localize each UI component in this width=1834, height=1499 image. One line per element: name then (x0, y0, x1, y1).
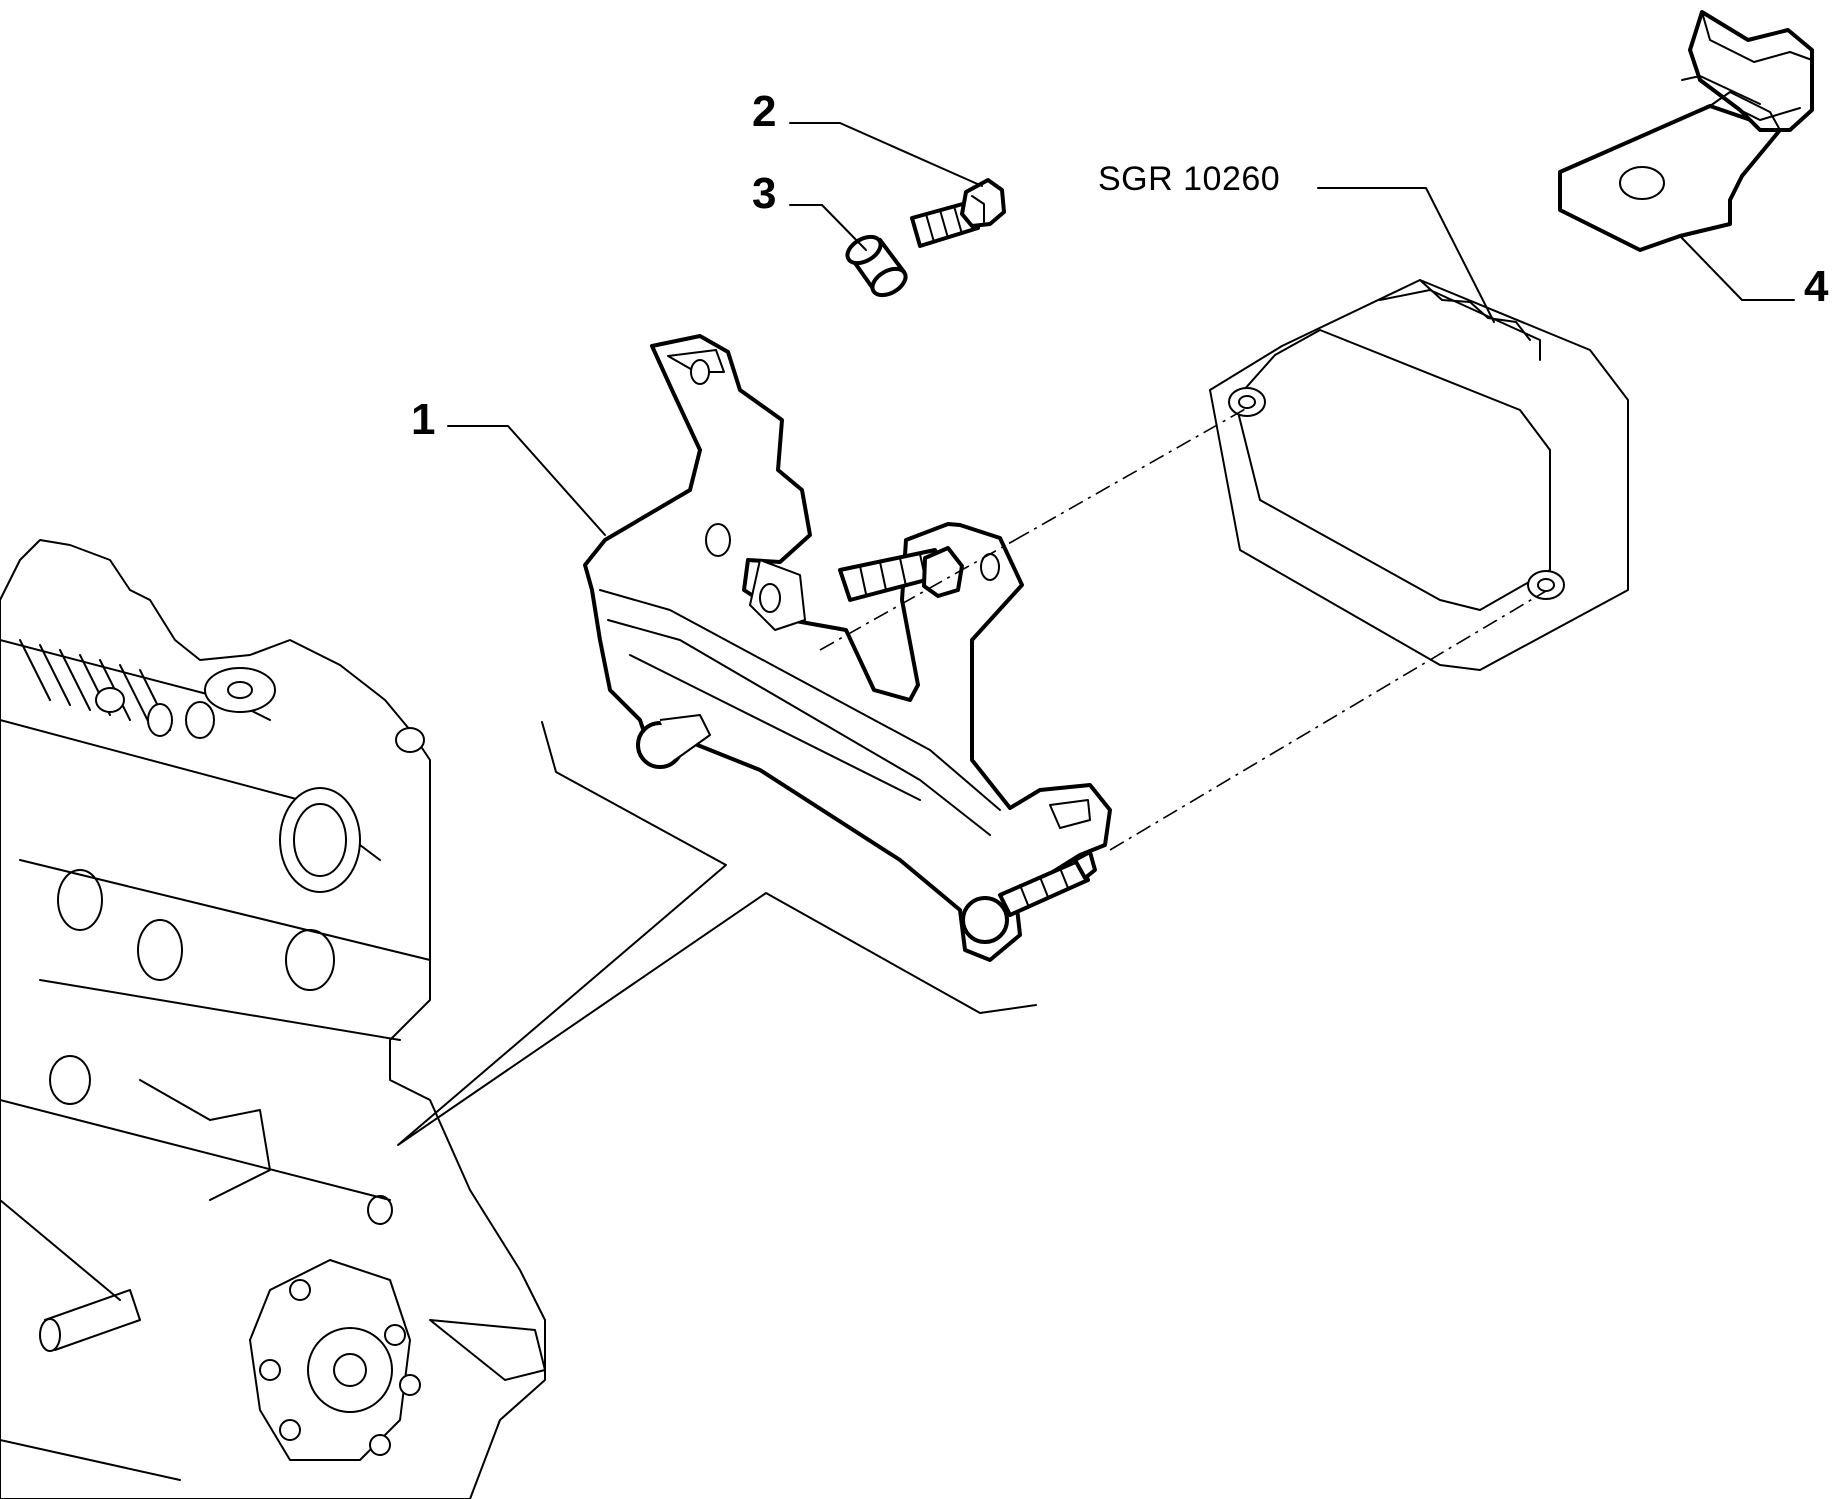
callout-4: 4 (1804, 262, 1829, 311)
bolt-part-2 (910, 178, 1006, 248)
callout-1: 1 (411, 395, 436, 444)
leader-line-2 (789, 122, 983, 187)
leader-line-4 (1679, 235, 1795, 301)
bracket-part-1 (583, 334, 1112, 962)
callout-3: 3 (752, 169, 777, 218)
clamp-part-4 (1558, 10, 1814, 252)
spacer-part-3 (845, 234, 908, 298)
leader-line-1 (447, 425, 606, 536)
leader-line-3 (789, 204, 867, 251)
engine-block (0, 539, 546, 1499)
reference-code-label: SGR 10260 (1098, 160, 1281, 198)
alignment-lines (819, 407, 1547, 851)
leader-lines (447, 122, 1795, 536)
guide-lines (397, 721, 1037, 1146)
control-unit-box (1209, 279, 1629, 671)
leader-line-sgr (1317, 187, 1495, 323)
callout-2: 2 (752, 87, 777, 136)
